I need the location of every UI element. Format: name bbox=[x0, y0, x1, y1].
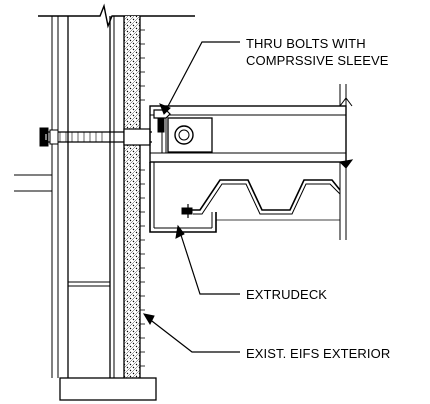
base-footing bbox=[59, 377, 157, 401]
steel-channel-beam bbox=[149, 84, 354, 240]
extrudeck-callout: EXTRUDECK bbox=[246, 287, 328, 302]
thru-bolts-callout-line1: THRU BOLTS WITH bbox=[246, 36, 366, 51]
eifs-exterior-callout: EXIST. EIFS EXTERIOR bbox=[246, 346, 391, 361]
extrudeck-leader bbox=[175, 224, 240, 295]
existing-wall bbox=[51, 16, 115, 378]
deck-support-angle bbox=[149, 162, 217, 233]
thru-bolt bbox=[39, 127, 152, 147]
thru-bolts-leader bbox=[159, 41, 240, 115]
clip-plate bbox=[153, 109, 213, 153]
eifs-leader bbox=[142, 313, 240, 353]
eifs-exterior-layer bbox=[123, 16, 145, 378]
extrudeck-profile bbox=[181, 179, 341, 221]
interior-ledge bbox=[14, 174, 53, 192]
thru-bolts-callout: THRU BOLTS WITH COMPRSSIVE SLEEVE bbox=[246, 35, 389, 69]
thru-bolts-callout-line2: COMPRSSIVE SLEEVE bbox=[246, 53, 389, 68]
top-break-line bbox=[38, 3, 195, 29]
